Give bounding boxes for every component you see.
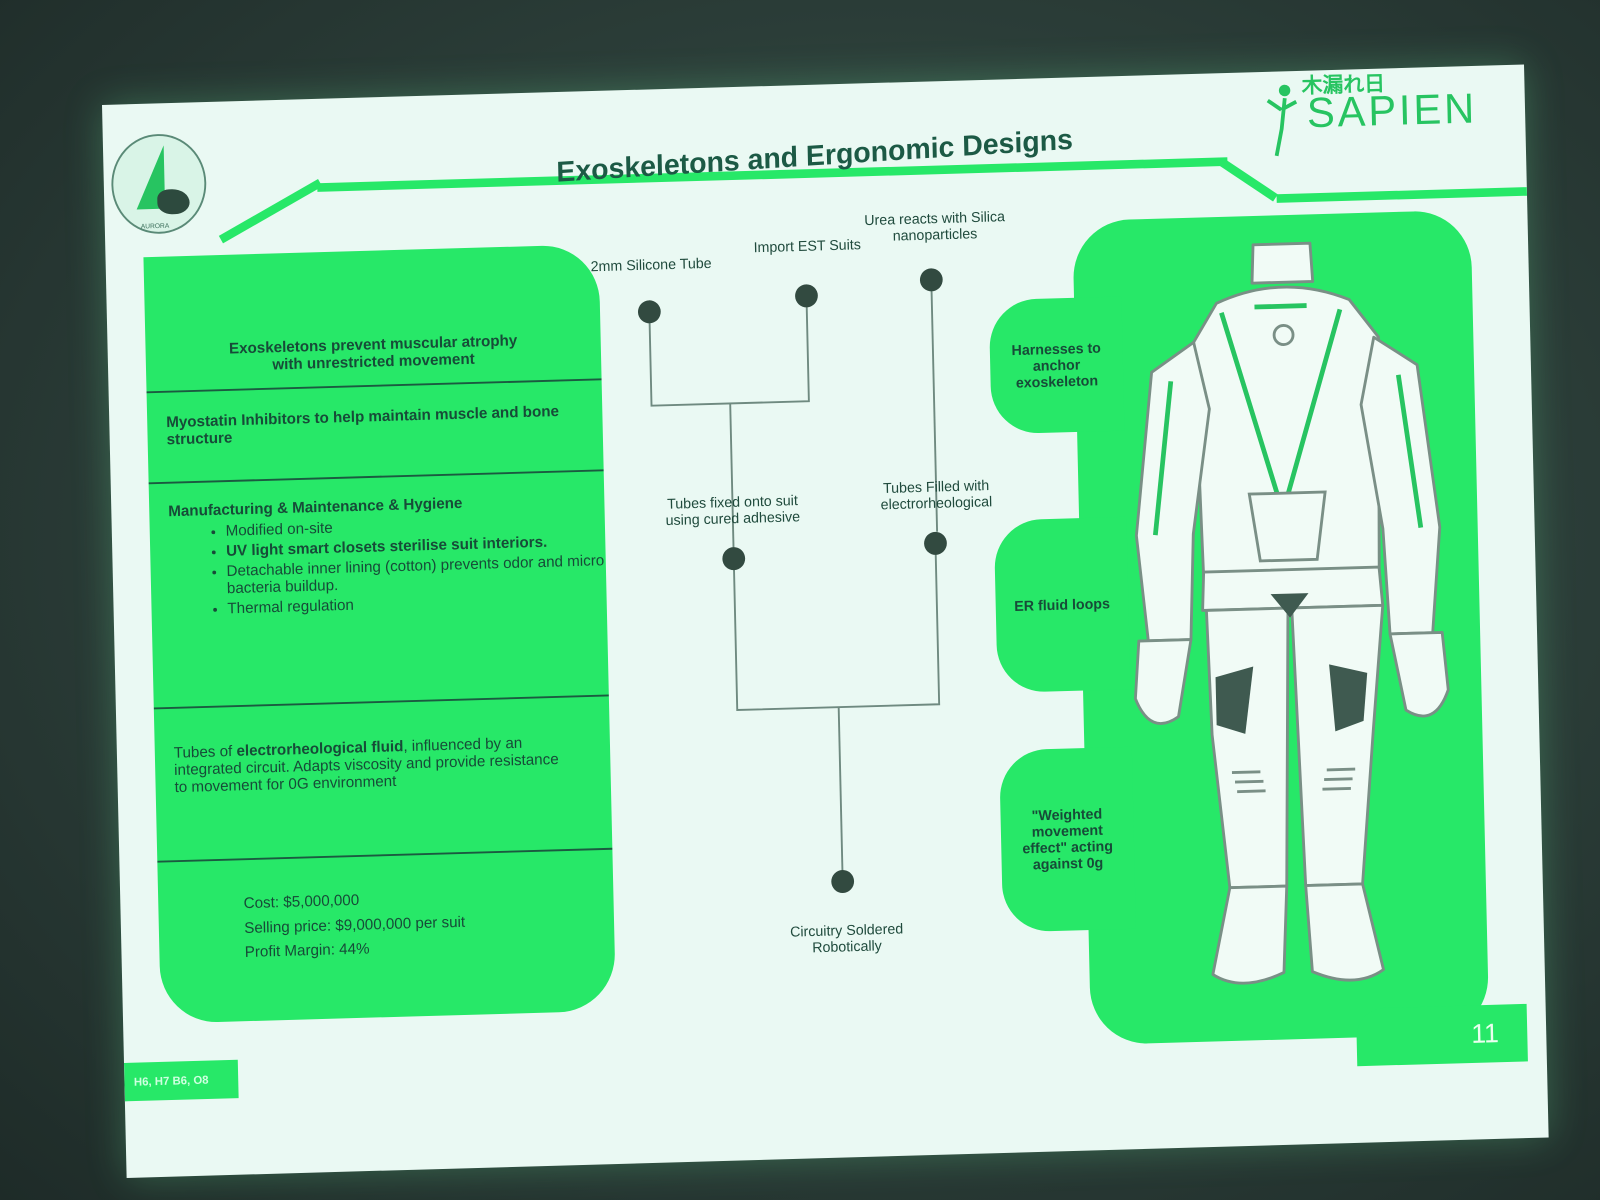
flow-label-tubes-filled: Tubes Filled with electrorheological — [880, 477, 993, 514]
flow-connectors — [648, 277, 941, 880]
space-suit-illustration — [1133, 241, 1450, 985]
flow-label-urea: Urea reacts with Silica nanoparticles — [864, 208, 1006, 245]
tab-weighted-movement: "Weighted movement effect" acting agains… — [999, 746, 1136, 933]
tab-harnesses: Harnesses to anchor exoskeleton — [988, 296, 1125, 435]
footer-codes: H6, H7 B6, O8 — [124, 1059, 239, 1102]
person-logo-icon — [1266, 84, 1298, 157]
tab-er-fluid: ER fluid loops — [993, 516, 1131, 694]
flow-label-tubes-fixed: Tubes fixed onto suit using cured adhesi… — [665, 492, 801, 529]
page-number: 11 — [1355, 1003, 1528, 1067]
presentation-slide: Exoskeletons and Ergonomic Designs AUROR… — [102, 64, 1549, 1178]
flow-label-circuitry: Circuitry Soldered Robotically — [789, 920, 904, 957]
